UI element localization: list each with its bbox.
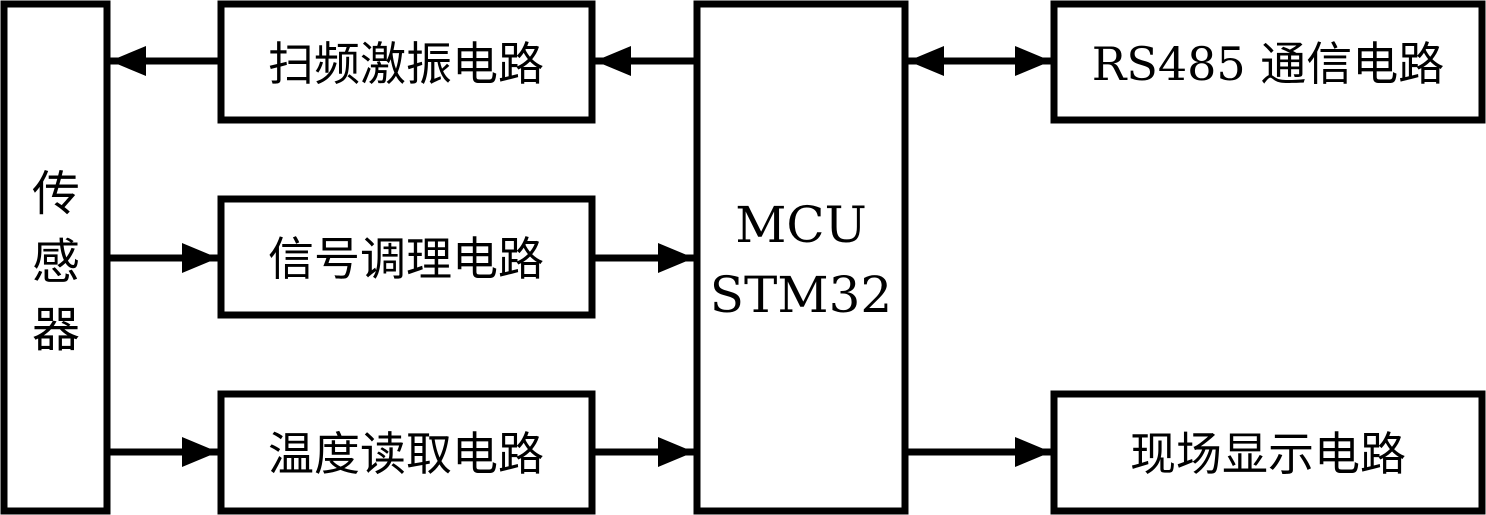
sensor-block: 传 感 器 xyxy=(0,0,111,515)
sweep-excitation-label: 扫频激振电路 xyxy=(268,37,544,91)
connectors xyxy=(110,46,1051,467)
mcu-label-line2: STM32 xyxy=(710,266,892,324)
sweep-excitation-block: 扫频激振电路 xyxy=(217,0,596,124)
sensor-label-char-3: 器 xyxy=(32,302,80,358)
temperature-reading-block: 温度读取电路 xyxy=(217,390,596,515)
signal-conditioning-block: 信号调理电路 xyxy=(217,195,596,319)
sensor-label-char-2: 感 xyxy=(32,234,80,290)
rs485-communication-block: RS485 通信电路 xyxy=(1050,0,1486,124)
rs485-communication-label: RS485 通信电路 xyxy=(1092,37,1445,91)
signal-conditioning-label: 信号调理电路 xyxy=(268,232,544,286)
mcu-label-line1: MCU xyxy=(735,196,867,254)
field-display-label: 现场显示电路 xyxy=(1130,427,1406,481)
sensor-label-char-1: 传 xyxy=(32,166,80,222)
temperature-reading-label: 温度读取电路 xyxy=(268,427,544,481)
field-display-block: 现场显示电路 xyxy=(1050,390,1486,515)
mcu-block: MCU STM32 xyxy=(693,0,909,515)
